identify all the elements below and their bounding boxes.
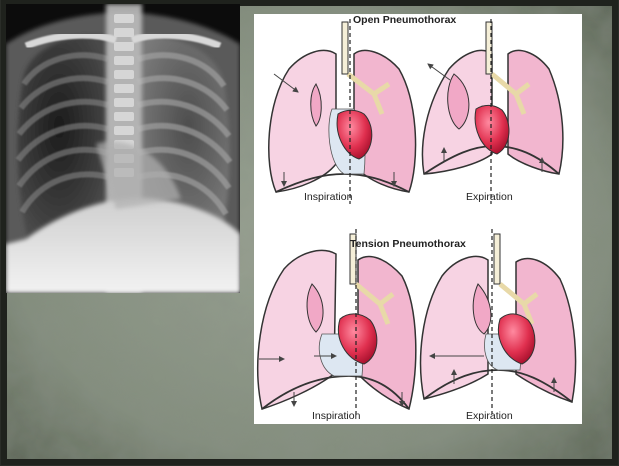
tension-expiration-label: Expiration <box>466 410 513 422</box>
pneumothorax-diagram: Open Pneumothorax Inspiration Expiration… <box>254 14 582 424</box>
diagram-artwork <box>254 14 582 424</box>
chest-xray-image <box>6 4 240 293</box>
open-inspiration-label: Inspiration <box>304 191 352 203</box>
open-expiration-label: Expiration <box>466 191 513 203</box>
open-pneumothorax-title: Open Pneumothorax <box>353 14 456 26</box>
tension-pneumothorax-title: Tension Pneumothorax <box>350 238 466 250</box>
tension-inspiration-label: Inspiration <box>312 410 360 422</box>
